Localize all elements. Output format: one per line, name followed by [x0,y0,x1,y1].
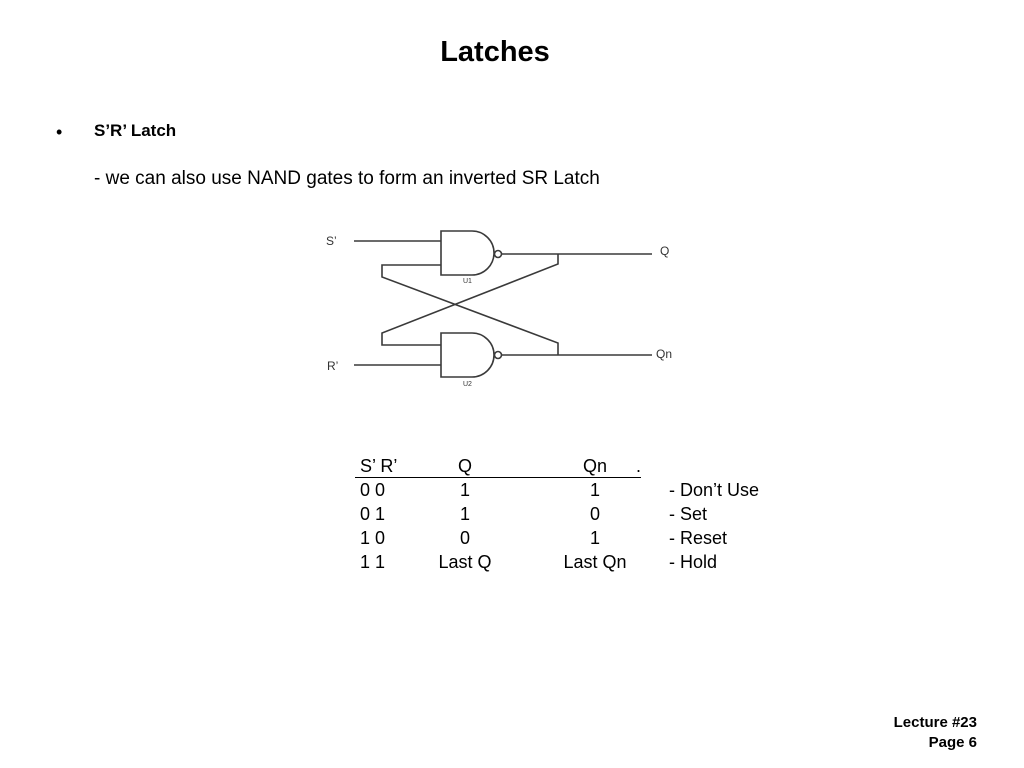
slide-footer: Lecture #23 Page 6 [894,713,977,753]
table-row: 0 1 1 0 - Set [355,502,775,526]
row-qn: 1 [589,480,601,500]
gate-top-label: U1 [463,278,472,285]
truth-table-header: S’ R’ Q Qn . [355,454,775,478]
output-q-label: Q [660,244,669,258]
row-sr: 1 1 [360,552,386,572]
row-sr: 1 0 [360,528,386,548]
slide-title: Latches [440,36,550,68]
row-note: - Don’t Use [669,480,760,500]
feedback-wire-q-to-bottom [381,254,559,346]
row-q: 0 [459,528,471,548]
header-underline [355,477,641,478]
row-q: Last Q [438,552,492,572]
table-row: 0 0 1 1 - Don’t Use [355,478,775,502]
gate-bottom-label: U2 [463,381,472,388]
row-note: - Hold [669,552,718,572]
feedback-wire-qn-to-top [381,264,559,355]
truth-table: S’ R’ Q Qn . 0 0 1 1 - Don’t Use 0 1 1 0… [355,454,775,574]
table-row: 1 1 Last Q Last Qn - Hold [355,550,775,574]
table-row: 1 0 0 1 - Reset [355,526,775,550]
bullet-marker: • [56,122,63,142]
row-sr: 0 1 [360,504,386,524]
row-note: - Set [669,504,708,524]
row-note: - Reset [669,528,728,548]
nand-gate-bottom-bubble [493,350,503,360]
header-end-dot: . [636,456,642,476]
row-q: 1 [459,480,471,500]
header-sr: S’ R’ [360,456,398,476]
sr-latch-circuit-diagram: U1 U2 S’ R’ Q Qn [326,230,672,388]
nand-gate-top-bubble [493,249,503,259]
description-text: - we can also use NAND gates to form an … [94,168,600,189]
input-s-label: S’ [326,234,337,248]
output-qn-label: Qn [656,347,672,361]
row-q: 1 [459,504,471,524]
row-sr: 0 0 [360,480,386,500]
row-qn: 1 [589,528,601,548]
header-q: Q [457,456,473,476]
page-number: Page 6 [928,734,977,751]
header-qn: Qn [582,456,608,476]
row-qn: 0 [589,504,601,524]
row-qn: Last Qn [563,552,627,572]
nand-gate-top-body [440,230,495,276]
bullet-heading: S’R’ Latch [94,121,177,140]
input-r-label: R’ [327,359,338,373]
lecture-number: Lecture #23 [893,714,977,731]
nand-gate-bottom-body [440,332,495,378]
